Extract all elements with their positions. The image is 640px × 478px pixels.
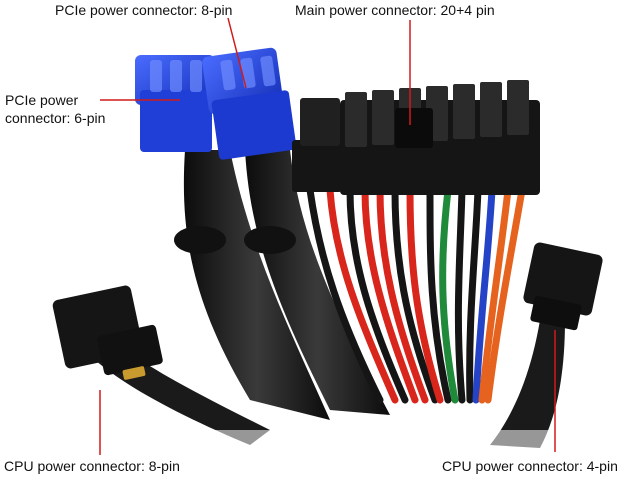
label-pcie-8pin: PCIe power connector: 8-pin [55,2,233,18]
label-pcie-6pin-line2: connector: 6-pin [5,110,106,126]
label-cpu-8pin: CPU power connector: 8-pin [4,458,180,474]
callout-lines [99,17,556,455]
main-power-connector [292,80,540,195]
pcie-6pin-connector [135,55,215,152]
pcie-8pin-connector [202,47,297,160]
label-pcie-6pin-line1: PCIe power [5,92,79,108]
label-main-power: Main power connector: 20+4 pin [295,2,495,18]
cpu-4pin-connector [490,242,603,448]
main-power-wires [306,186,526,404]
label-cpu-4pin: CPU power connector: 4-pin [442,458,618,474]
cpu-8pin-connector [52,285,270,445]
